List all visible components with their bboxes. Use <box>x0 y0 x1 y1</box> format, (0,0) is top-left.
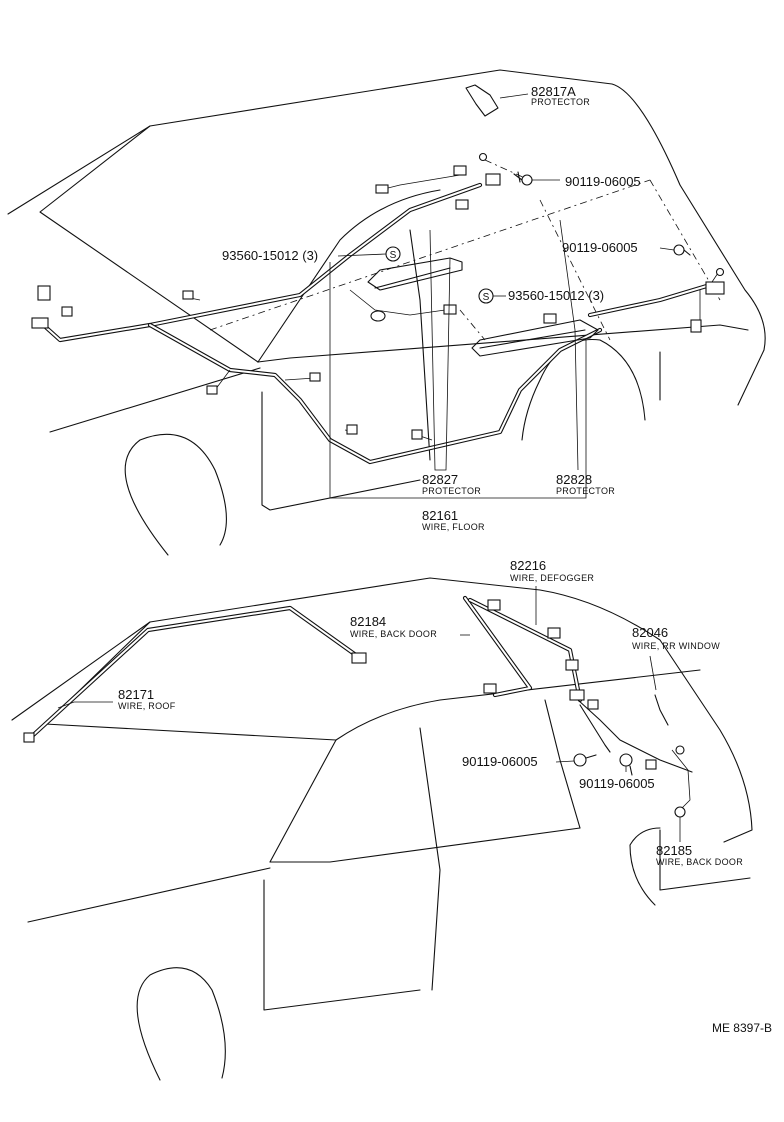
callout-82828-desc: PROTECTOR <box>556 486 615 496</box>
floor-wire-harness <box>37 174 721 465</box>
callout-82185-part-no: 82185 <box>656 843 692 858</box>
top-leader-lines <box>329 93 675 499</box>
callout-82185-desc: WIRE, BACK DOOR <box>656 857 743 867</box>
callout-82046-part-no: 82046 <box>632 625 668 640</box>
callout-82828-part-no: 82828 <box>556 472 592 487</box>
top-view: S S 82817A PROTECTOR 90119-06005 90119-0… <box>7 69 766 556</box>
callout-82161-part-no: 82161 <box>422 508 458 523</box>
bottom-view: 82216 WIRE, DEFOGGER 82184 WIRE, BACK DO… <box>11 558 753 1081</box>
clip-symbol-group: S S <box>385 246 494 304</box>
bottom-leader-lines <box>57 586 681 842</box>
top-protectors <box>367 84 599 357</box>
callout-82184-desc: WIRE, BACK DOOR <box>350 629 437 639</box>
callout-82817a-part-no: 82817A <box>531 84 576 99</box>
bottom-fasteners <box>573 753 633 776</box>
callout-bolt-2-part-no: 90119-06005 <box>562 240 638 255</box>
callout-bolt-4-part-no: 90119-06005 <box>579 776 655 791</box>
callout-82046-desc: WIRE, RR WINDOW <box>632 641 720 651</box>
callout-82216-desc: WIRE, DEFOGGER <box>510 573 594 583</box>
callout-bolt-3-part-no: 90119-06005 <box>462 754 538 769</box>
callout-clip-2-part-no: 93560-15012 (3) <box>508 288 604 303</box>
roof-wire <box>23 605 367 743</box>
callout-clip-1-part-no: 93560-15012 (3) <box>222 248 318 263</box>
callout-82827-part-no: 82827 <box>422 472 458 487</box>
callout-82827-desc: PROTECTOR <box>422 486 481 496</box>
callout-82171-desc: WIRE, ROOF <box>118 701 176 711</box>
drawing-code: ME 8397-B <box>712 1021 772 1035</box>
back-door-wires <box>462 595 693 818</box>
clip-symbol-1: S <box>390 250 397 261</box>
callout-82171-part-no: 82171 <box>118 687 154 702</box>
callout-82817a-desc: PROTECTOR <box>531 97 590 107</box>
bottom-car-body <box>11 577 753 1081</box>
callout-bolt-1-part-no: 90119-06005 <box>565 174 641 189</box>
clip-symbol-2: S <box>483 292 490 303</box>
callout-82216-part-no: 82216 <box>510 558 546 573</box>
callout-82161-desc: WIRE, FLOOR <box>422 522 485 532</box>
top-car-body <box>7 69 766 556</box>
callout-82184-part-no: 82184 <box>350 614 386 629</box>
top-connectors <box>31 152 725 440</box>
